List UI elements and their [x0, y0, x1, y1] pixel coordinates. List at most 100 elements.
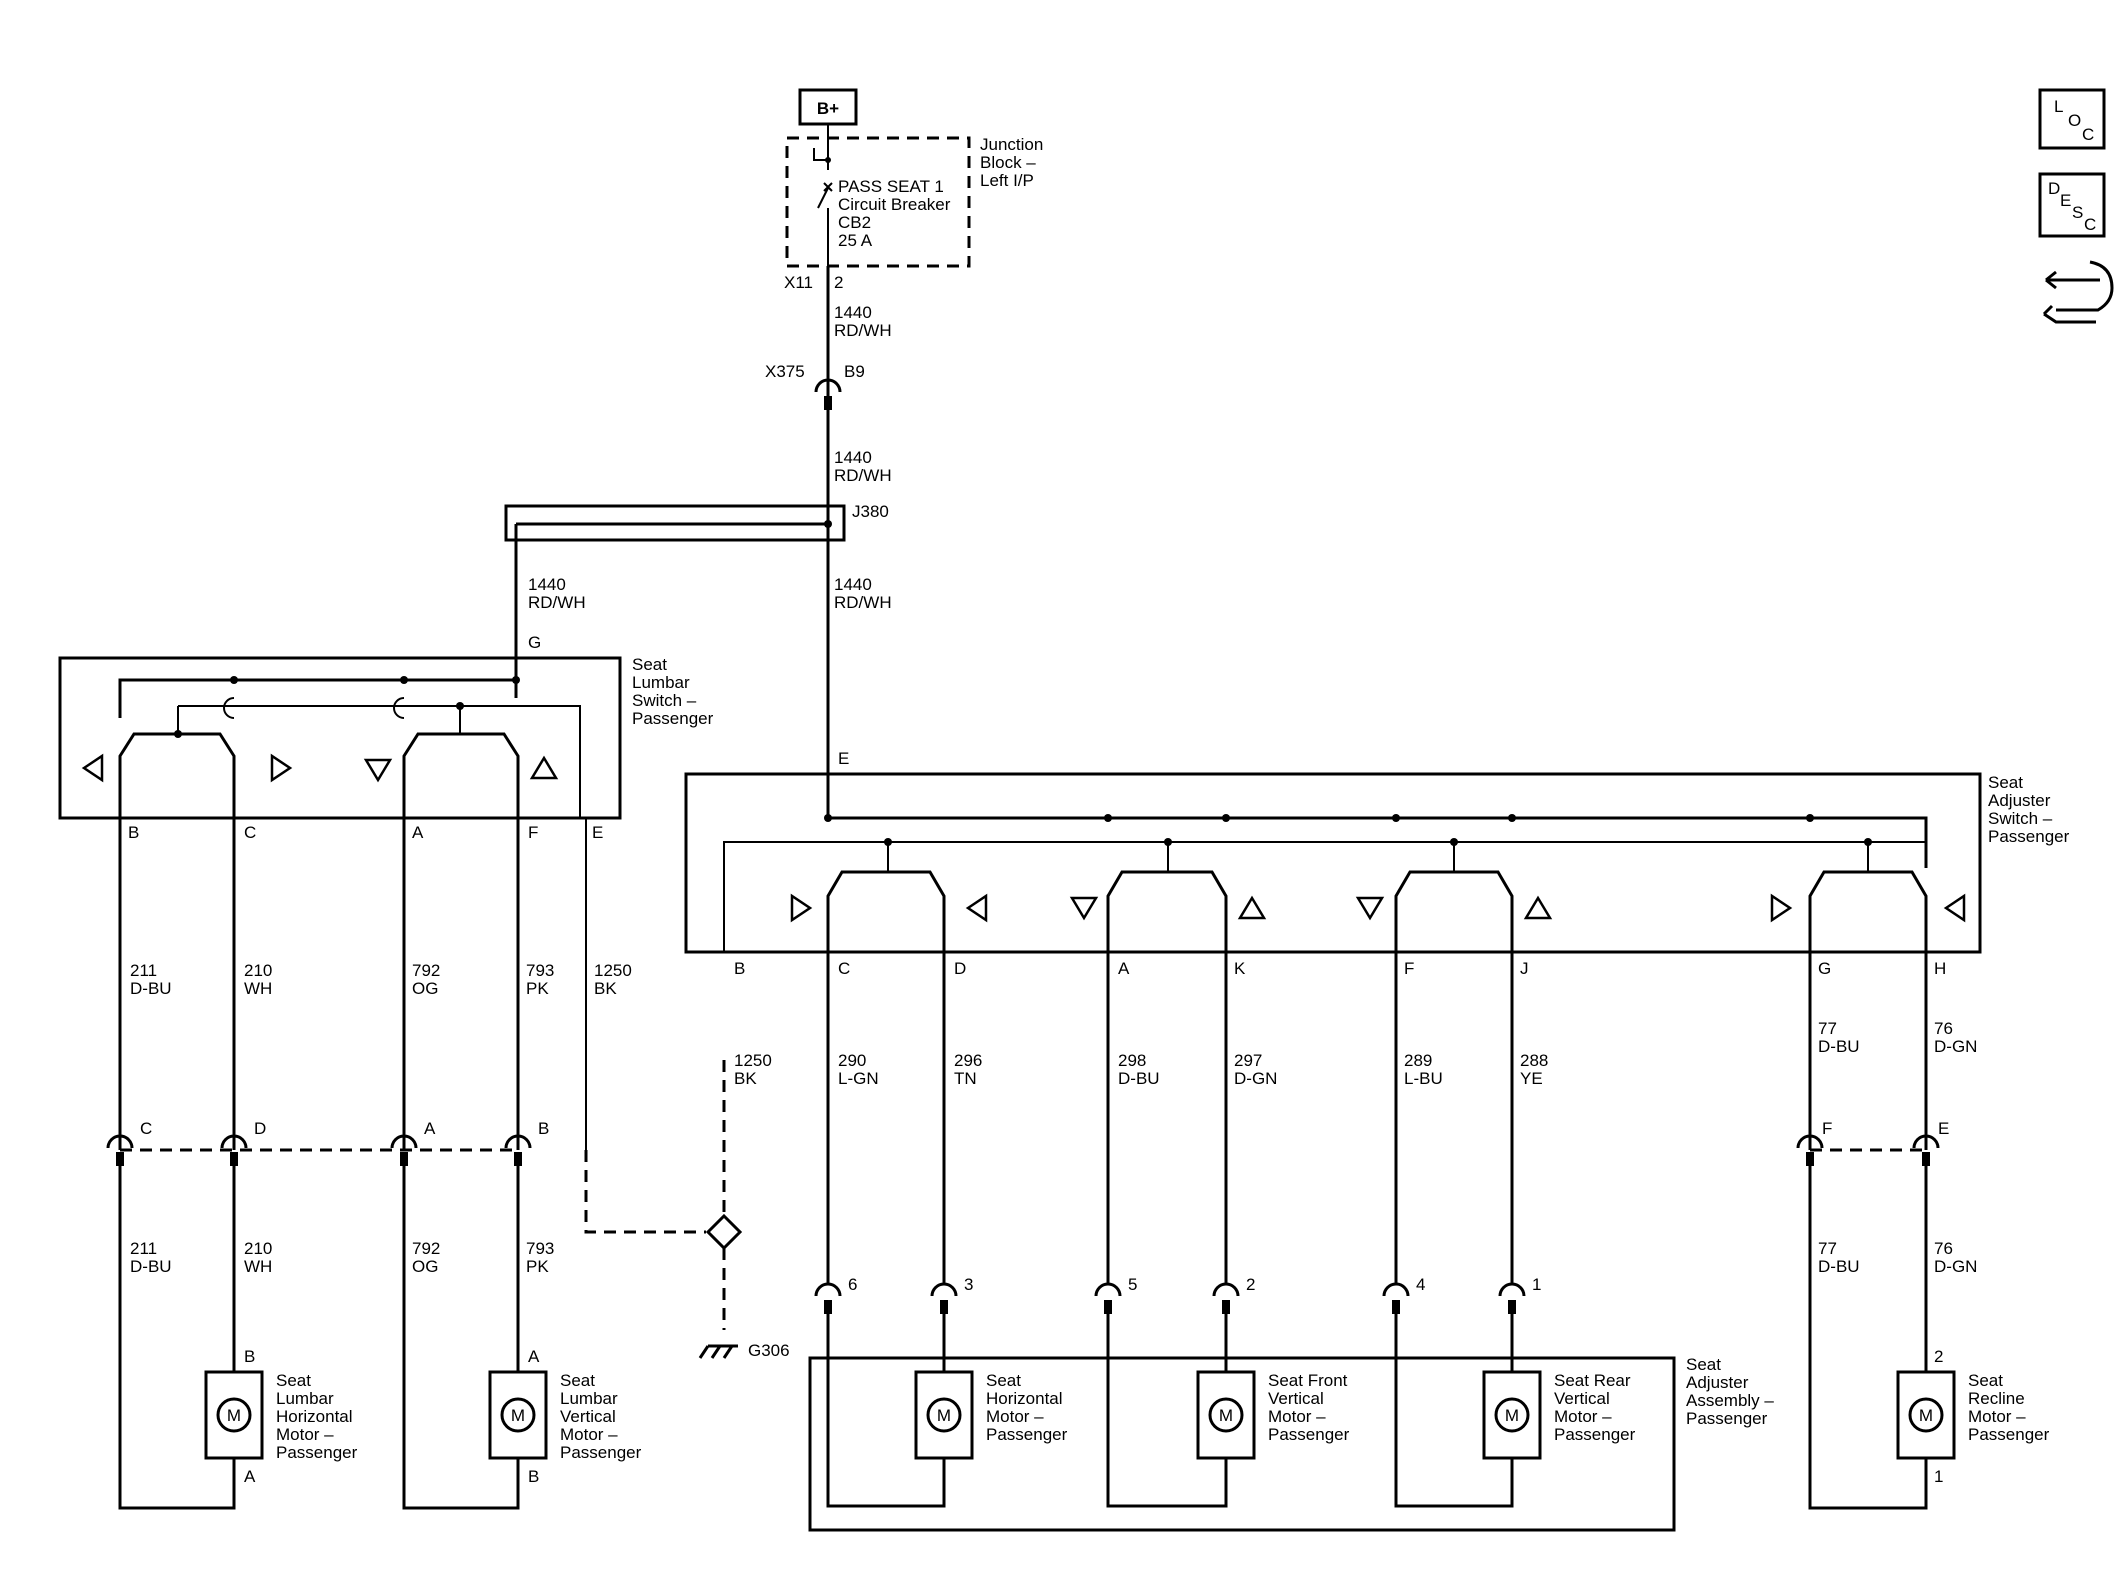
wire-circuit: 211	[130, 961, 157, 980]
lumbar-switch-pin: B	[128, 823, 139, 842]
lumbar-inline-connector: C D A B	[106, 1119, 549, 1166]
lumbar-switch-pin-g: G	[528, 633, 541, 652]
arrow-left-icon	[965, 893, 988, 923]
svg-text:Motor –: Motor –	[560, 1425, 618, 1444]
svg-text:O: O	[2068, 111, 2081, 130]
arrow-down-icon	[1355, 896, 1385, 921]
wire-circuit: 793	[526, 1239, 554, 1258]
svg-text:Seat: Seat	[1988, 773, 2023, 792]
wire-color: D-BU	[1818, 1257, 1860, 1276]
junction-block-name-line2: Block –	[980, 153, 1036, 172]
arrow-up-icon	[1237, 895, 1267, 920]
svg-text:Vertical: Vertical	[560, 1407, 616, 1426]
svg-text:C: C	[2082, 125, 2094, 144]
connector-wrench-icon[interactable]	[2042, 260, 2114, 324]
horizontal-motor: M Seat Horizontal Motor – Passenger	[914, 1370, 1068, 1460]
wire-color: OG	[412, 1257, 438, 1276]
lumbar-switch-name-line3: Switch –	[632, 691, 697, 710]
breaker-line4: 25 A	[838, 231, 873, 250]
arrow-right-icon	[1770, 893, 1793, 923]
svg-text:S: S	[2072, 203, 2083, 222]
motor-symbol: M	[937, 1406, 951, 1425]
svg-text:C: C	[2084, 215, 2096, 234]
wire-circuit: 297	[1234, 1051, 1262, 1070]
wire-color: D-GN	[1934, 1257, 1977, 1276]
wire-circuit: 210	[244, 961, 272, 980]
svg-text:E: E	[2060, 191, 2071, 210]
lumbar-switch-pin: A	[412, 823, 424, 842]
svg-text:Assembly –: Assembly –	[1686, 1391, 1774, 1410]
svg-text:Motor –: Motor –	[276, 1425, 334, 1444]
wire-circuit: 296	[954, 1051, 982, 1070]
svg-text:Vertical: Vertical	[1554, 1389, 1610, 1408]
wire-circuit: 792	[412, 1239, 440, 1258]
motor-symbol: M	[1505, 1406, 1519, 1425]
assembly-connectors: 6 3 5 2 4 1	[814, 1275, 1541, 1314]
svg-text:L: L	[2054, 97, 2063, 116]
svg-text:Recline: Recline	[1968, 1389, 2025, 1408]
svg-text:Adjuster: Adjuster	[1686, 1373, 1749, 1392]
svg-text:Horizontal: Horizontal	[986, 1389, 1063, 1408]
wire-circuit: 792	[412, 961, 440, 980]
arrow-up-icon	[1523, 895, 1553, 920]
wire-color: D-GN	[1934, 1037, 1977, 1056]
power-source: B+	[798, 88, 858, 126]
inline-pin: F	[1822, 1119, 1832, 1138]
adjuster-switch-pin: D	[954, 959, 966, 978]
arrow-left-icon	[1943, 893, 1966, 923]
wire-circuit: 289	[1404, 1051, 1432, 1070]
lumbar-switch-pin: E	[592, 823, 603, 842]
motor-symbol: M	[227, 1406, 241, 1425]
breaker-line2: Circuit Breaker	[838, 195, 951, 214]
wire-color: L-BU	[1404, 1069, 1443, 1088]
adjuster-feed-color: RD/WH	[834, 593, 892, 612]
arrow-down-icon	[1069, 896, 1099, 921]
inline-connector-name: X375	[765, 362, 805, 381]
arrow-right-icon	[270, 753, 293, 783]
wire-color: D-BU	[130, 979, 172, 998]
loc-icon[interactable]: L O C	[2038, 88, 2106, 150]
arrow-down-icon	[363, 758, 393, 783]
desc-icon[interactable]: D E S C	[2038, 172, 2106, 238]
splice-name: J380	[852, 502, 889, 521]
svg-text:Passenger: Passenger	[1968, 1425, 2050, 1444]
wire-color: TN	[954, 1069, 977, 1088]
assembly-pin: 6	[848, 1275, 857, 1294]
svg-text:Seat: Seat	[986, 1371, 1021, 1390]
junction-block: Junction Block – Left I/P PASS SEAT 1 Ci…	[784, 124, 1043, 292]
recline-inline-connector: F E	[1796, 1119, 1949, 1166]
inline-pin: D	[254, 1119, 266, 1138]
wire-color: D-GN	[1234, 1069, 1277, 1088]
svg-text:Motor –: Motor –	[1268, 1407, 1326, 1426]
connector-x11: X11	[784, 273, 813, 292]
adjuster-switch-pin: H	[1934, 959, 1946, 978]
motor-pin: 2	[1934, 1347, 1943, 1366]
adjuster-wire-labels: 1250 BK 290 L-GN 296 TN 298 D-BU 297 D-G…	[734, 1019, 1977, 1088]
feed-color-1: RD/WH	[834, 321, 892, 340]
svg-text:Switch –: Switch –	[1988, 809, 2053, 828]
svg-text:Seat: Seat	[1686, 1355, 1721, 1374]
junction-block-name-line1: Junction	[980, 135, 1043, 154]
svg-text:Seat: Seat	[276, 1371, 311, 1390]
splice-j380: J380	[504, 502, 889, 542]
svg-text:Passenger: Passenger	[986, 1425, 1068, 1444]
wire-color: WH	[244, 1257, 272, 1276]
feed-circuit-1: 1440	[834, 303, 872, 322]
front-vertical-motor: M Seat Front Vertical Motor – Passenger	[1196, 1370, 1350, 1460]
seat-adjuster-assembly: Seat Adjuster Assembly – Passenger	[808, 1355, 1774, 1532]
svg-text:Passenger: Passenger	[276, 1443, 358, 1462]
power-label: B+	[817, 99, 839, 118]
wire-circuit: 298	[1118, 1051, 1146, 1070]
junction-pin-2: 2	[834, 273, 843, 292]
assembly-pin: 4	[1416, 1275, 1425, 1294]
assembly-pin: 3	[964, 1275, 973, 1294]
assembly-pin: 2	[1246, 1275, 1255, 1294]
svg-text:Motor –: Motor –	[986, 1407, 1044, 1426]
wire-color: D-BU	[1818, 1037, 1860, 1056]
wire-circuit: 288	[1520, 1051, 1548, 1070]
wire-circuit: 76	[1934, 1239, 1953, 1258]
wire-color: D-BU	[1118, 1069, 1160, 1088]
lumbar-switch-name-line2: Lumbar	[632, 673, 690, 692]
wire-circuit: 211	[130, 1239, 157, 1258]
